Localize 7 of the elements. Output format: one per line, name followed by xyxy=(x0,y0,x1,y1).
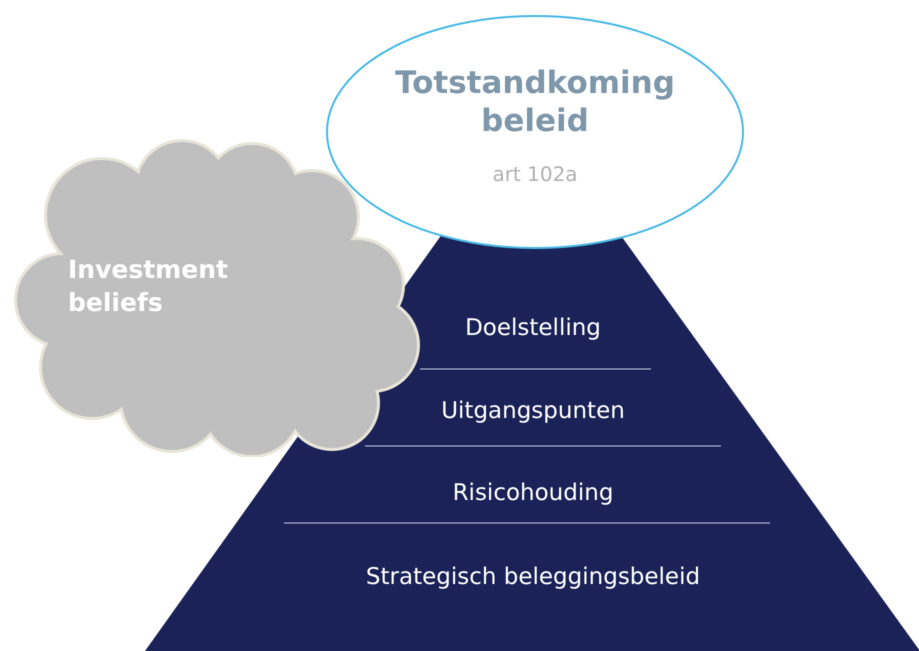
title-text: Totstandkoming beleid xyxy=(394,64,676,140)
layer-label: Risicohouding xyxy=(452,480,614,506)
layer-label: Uitgangspunten xyxy=(441,398,625,424)
layer-label: Doelstelling xyxy=(465,315,601,341)
layer-label: Strategisch beleggingsbeleid xyxy=(366,564,700,590)
cloud-label: Investment beliefs xyxy=(68,254,229,319)
subtitle-text: art 102a xyxy=(492,162,578,186)
